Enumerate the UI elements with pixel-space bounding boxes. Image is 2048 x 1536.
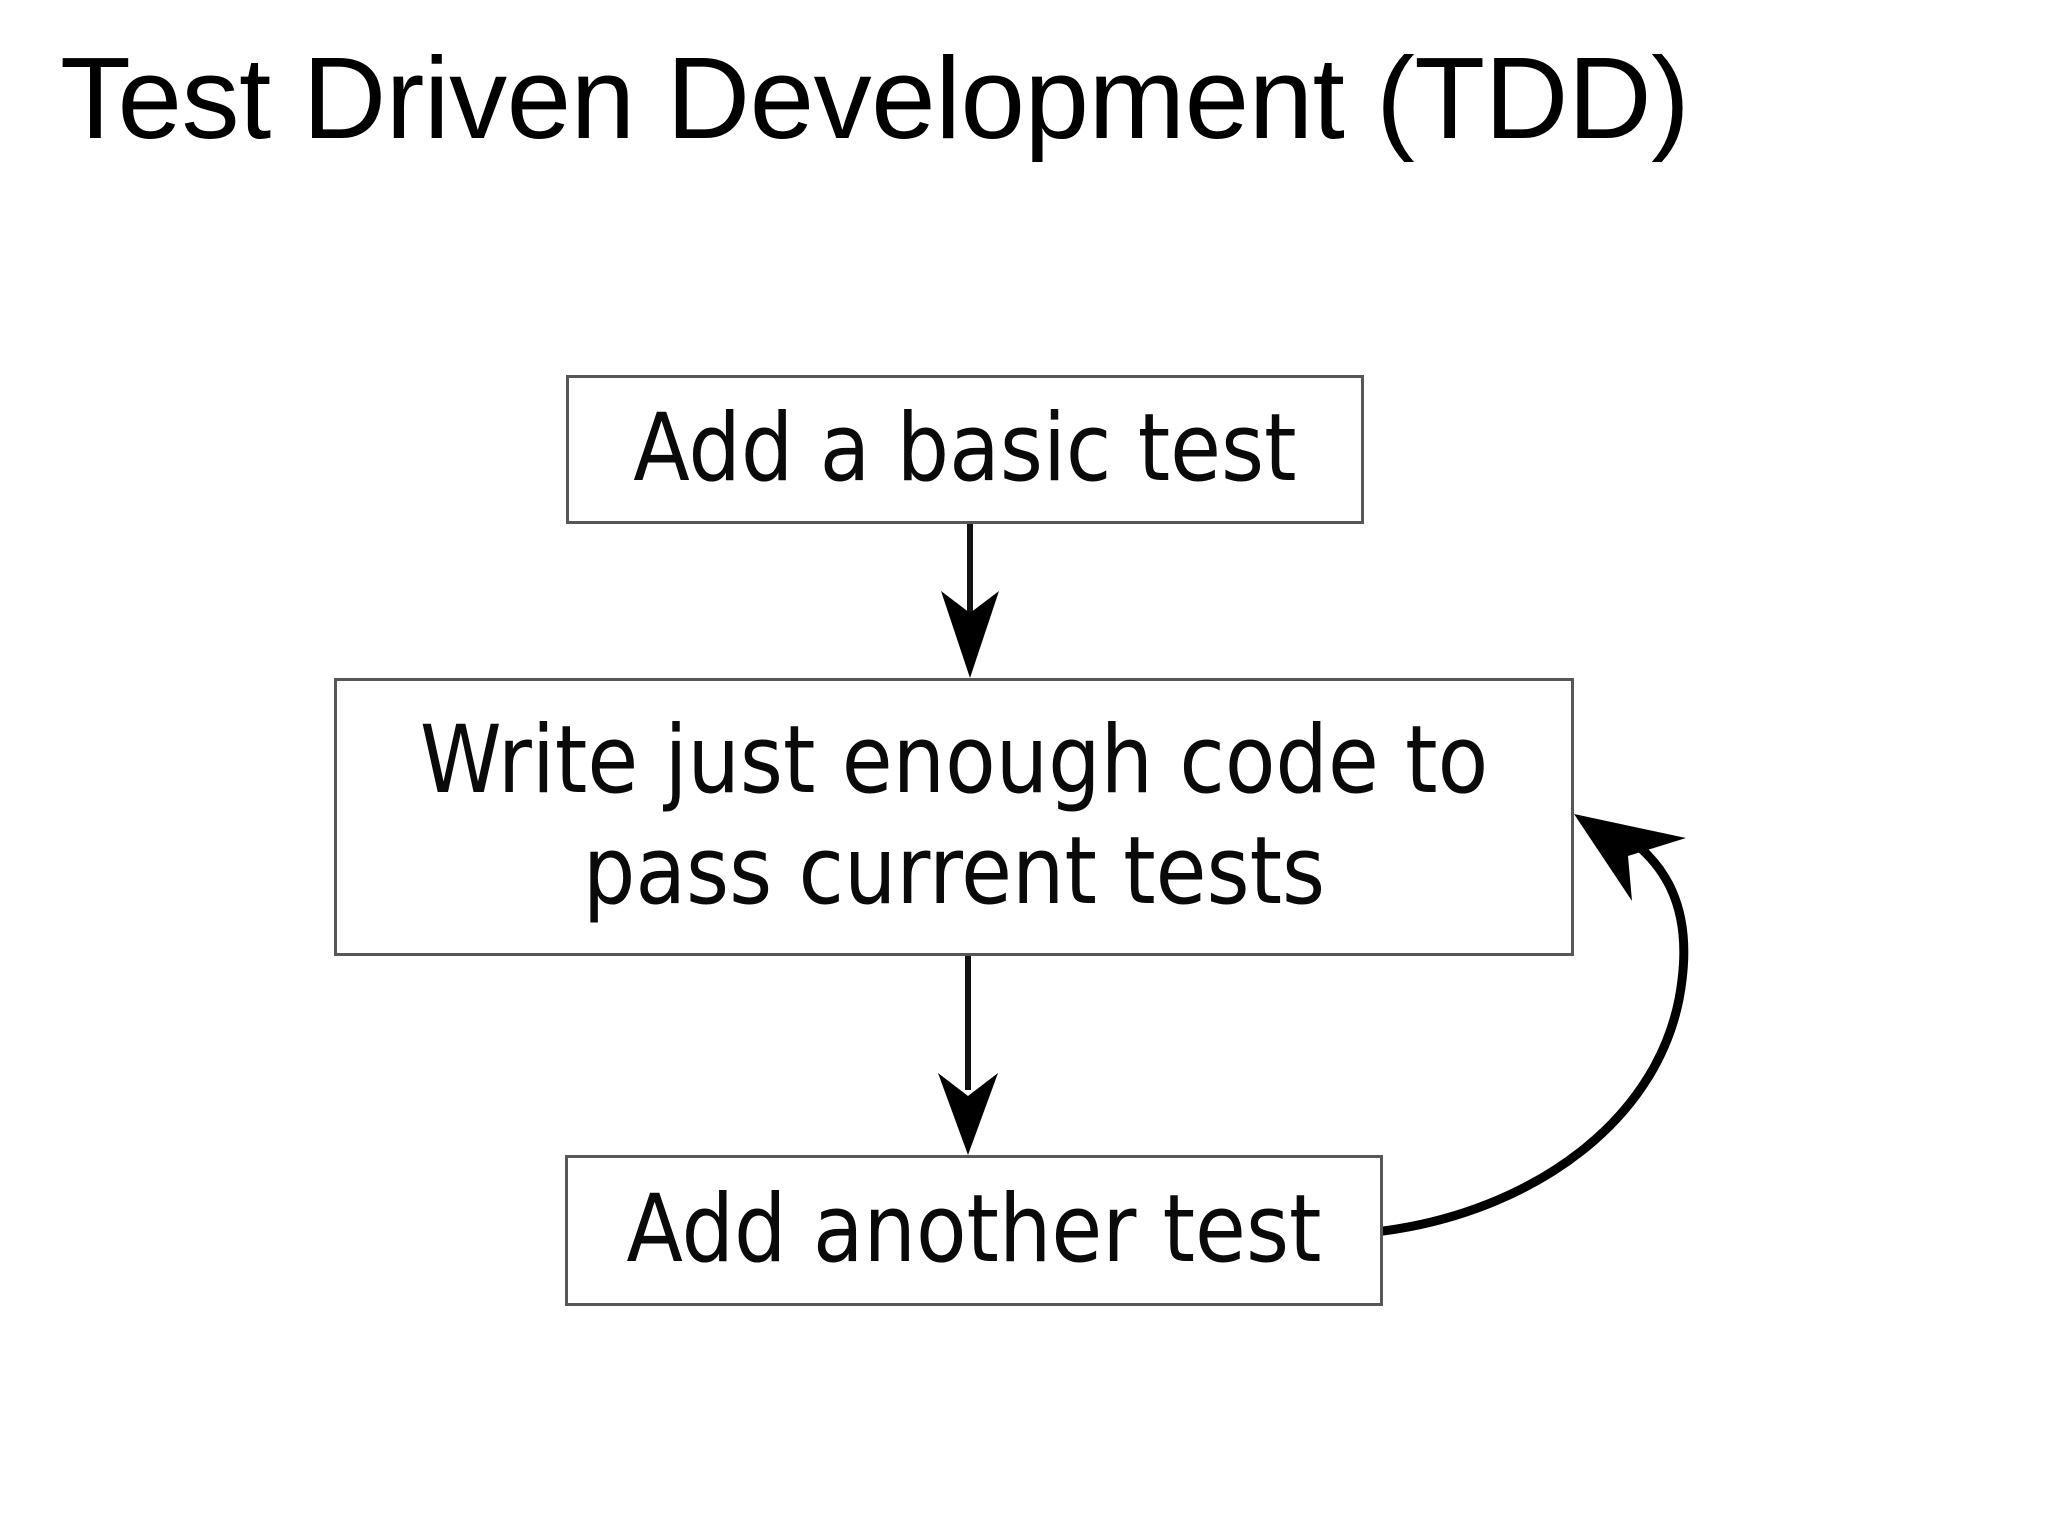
connector-curve — [1378, 823, 1689, 1236]
connector-add-basic-test-to-write-code — [941, 524, 999, 678]
connector-write-code-to-add-another-test — [938, 956, 998, 1155]
flow-node-label: Write just enough code to pass current t… — [419, 706, 1489, 926]
flow-node-write-code[interactable]: Write just enough code to pass current t… — [334, 678, 1574, 956]
connector-feedback-loop — [1378, 814, 1689, 1236]
flow-node-add-basic-test[interactable]: Add a basic test — [566, 375, 1364, 524]
arrowhead-upleft-icon — [1574, 814, 1686, 901]
arrowhead-down-icon — [938, 1073, 998, 1155]
page-title: Test Driven Development (TDD) — [60, 33, 1690, 163]
flow-node-label: Add a basic test — [633, 394, 1297, 504]
arrowhead-down-icon — [941, 591, 999, 678]
flow-node-label: Add another test — [626, 1175, 1322, 1285]
flow-node-add-another-test[interactable]: Add another test — [565, 1155, 1383, 1306]
